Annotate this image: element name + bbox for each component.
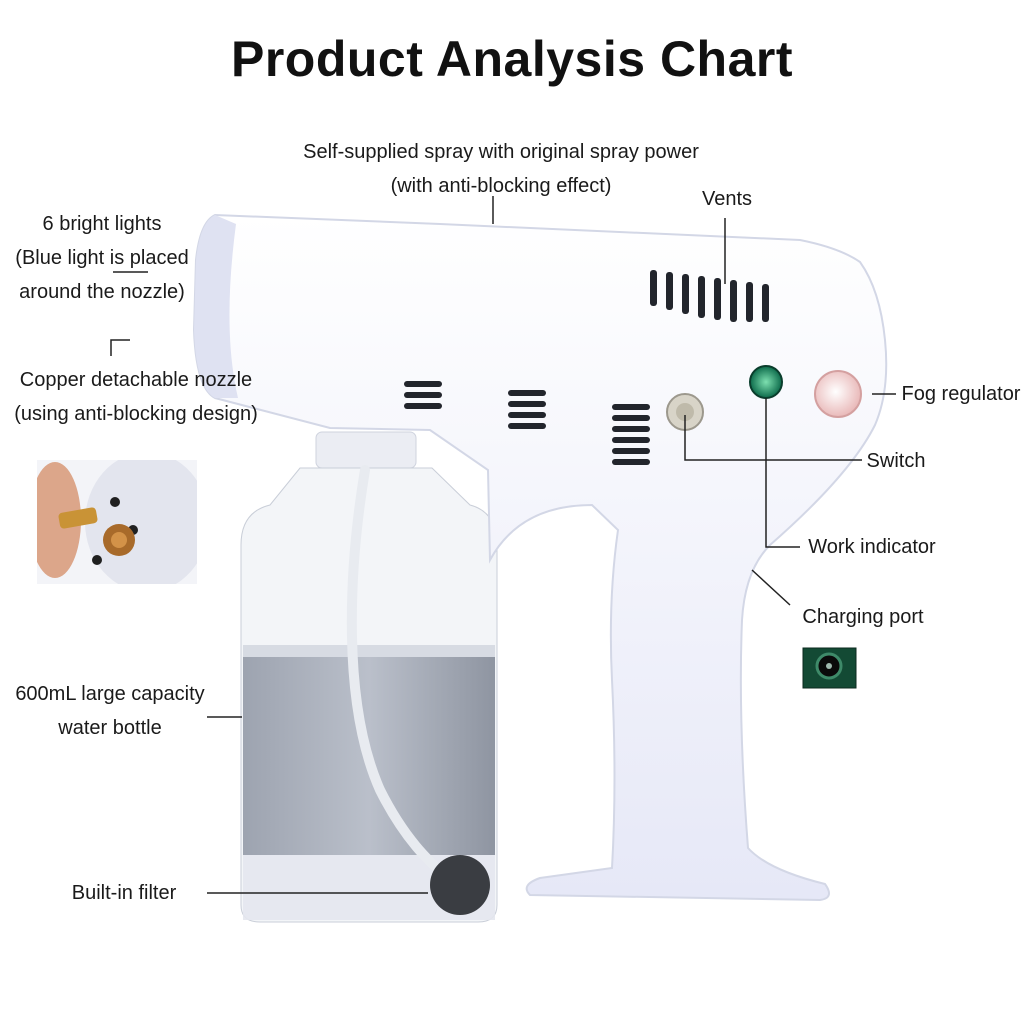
nozzle-inset-photo — [37, 460, 197, 584]
charging-port-icon — [802, 647, 857, 689]
label-spray: Self-supplied spray with original spray … — [303, 141, 699, 197]
label-filter: Built-in filter — [71, 882, 177, 904]
label-nozzle: Copper detachable nozzle (using anti-blo… — [14, 369, 258, 425]
label-switch: Switch — [866, 450, 926, 472]
water-bottle — [240, 431, 498, 923]
page-title: Product Analysis Chart — [230, 31, 794, 87]
vents-icon — [650, 270, 769, 322]
label-vents: Vents — [701, 188, 753, 210]
fog-regulator-knob — [814, 370, 862, 418]
work-indicator-icon — [749, 365, 783, 399]
label-bottle: 600mL large capacity water bottle — [15, 683, 205, 739]
label-lights: 6 bright lights (Blue light is placed ar… — [15, 213, 189, 303]
filter-icon — [430, 855, 490, 915]
label-charging-port: Charging port — [802, 606, 924, 628]
label-work-indicator: Work indicator — [808, 536, 936, 558]
spray-gun-body — [192, 213, 888, 902]
label-fog-regulator: Fog regulator — [901, 383, 1021, 405]
